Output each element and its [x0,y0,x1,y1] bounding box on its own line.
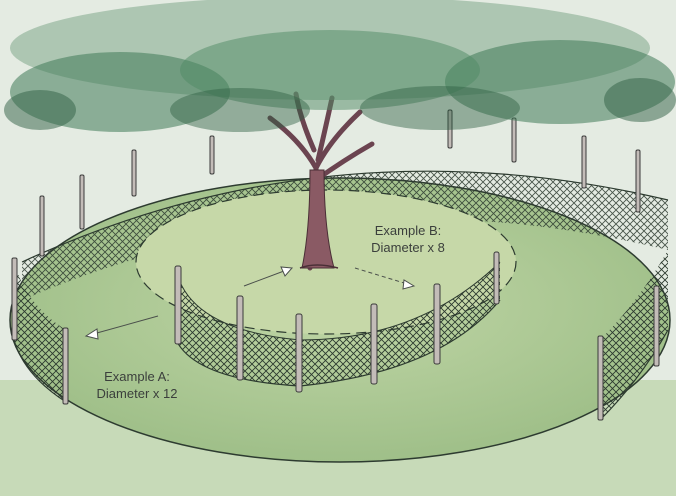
example-b-label: Example B: Diameter x 8 [340,222,476,256]
example-b-rule: Diameter x 8 [340,239,476,256]
example-a-label: Example A: Diameter x 12 [62,368,212,402]
example-b-name: Example B: [340,222,476,239]
example-a-rule: Diameter x 12 [62,385,212,402]
example-a-name: Example A: [62,368,212,385]
